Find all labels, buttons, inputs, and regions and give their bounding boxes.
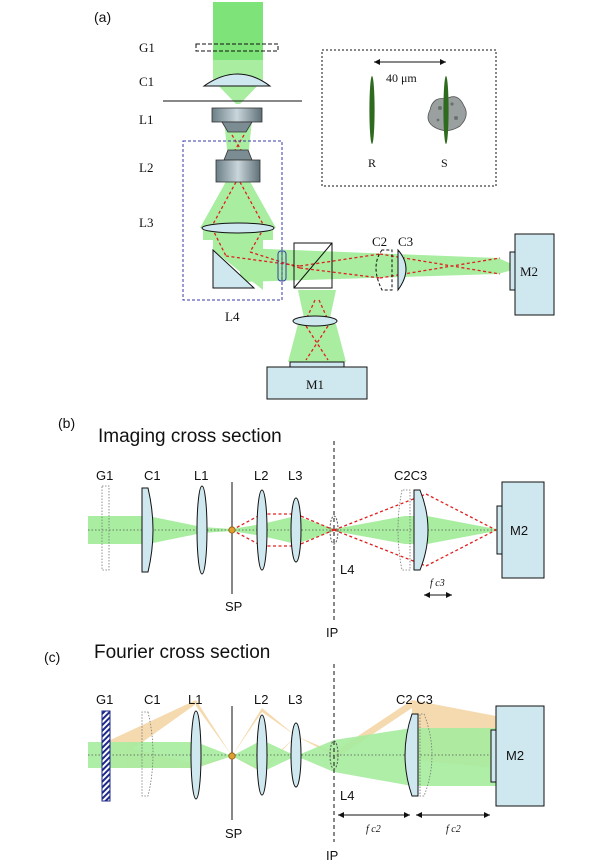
lens-c2-b (397, 489, 411, 571)
inset-a: 40 μm R S (321, 49, 497, 187)
label-fc2-left: f c2 (366, 824, 381, 835)
inset-label-s: S (441, 156, 448, 170)
objective-l1-a (211, 107, 263, 133)
label-m2-a: M2 (520, 264, 538, 279)
label-l2-b: L2 (254, 468, 268, 483)
grating-g1-b (101, 485, 110, 571)
panel-a: (a) (94, 2, 555, 400)
label-c2c3-c: C2 C3 (396, 692, 433, 707)
label-l4-b: L4 (340, 562, 354, 577)
lens-l1-c (190, 710, 202, 800)
prism-mirror-a (212, 248, 256, 289)
camera-m2-sensor-b (496, 505, 503, 555)
lens-l3-b (290, 497, 302, 563)
lens-c1-b (141, 487, 154, 573)
label-fc2-right: f c2 (446, 824, 461, 835)
input-beam (213, 2, 263, 60)
label-g1-c: G1 (96, 692, 113, 707)
label-c1-b: C1 (144, 468, 161, 483)
beam-to-l-m1 (298, 290, 336, 318)
label-l4-a: L4 (225, 309, 240, 324)
inset-label-r: R (368, 156, 376, 170)
lens-l3-c (290, 722, 302, 788)
line-focus-s (443, 76, 449, 144)
horizontal-beam (240, 248, 498, 282)
beam-to-m2 (498, 258, 512, 274)
label-l1-c: L1 (188, 692, 202, 707)
label-l3-b: L3 (288, 468, 302, 483)
label-l2-c: L2 (254, 692, 268, 707)
lens-c3-a (397, 248, 407, 292)
label-ip-c: IP (326, 848, 338, 863)
lens-l4-b (329, 515, 339, 545)
lens-c3-b (413, 489, 429, 571)
panel-c-title: Fourier cross section (94, 642, 270, 663)
label-g1-b: G1 (96, 468, 113, 483)
line-focus-r (369, 76, 375, 144)
label-ip-b: IP (326, 625, 338, 640)
label-c2-a: C2 (372, 234, 387, 249)
label-l1-b: L1 (194, 468, 208, 483)
grating-g1-a (195, 43, 279, 52)
camera-m2-c (495, 705, 545, 807)
lens-c2-c (404, 713, 419, 797)
lens-l2-b (256, 489, 268, 571)
label-c2c3-b: C2C3 (394, 468, 427, 483)
lens-l4-c (329, 740, 339, 770)
panel-c-label: (c) (44, 649, 60, 665)
label-c1-a: C1 (139, 74, 154, 89)
beam-to-m1 (288, 324, 346, 362)
camera-m1-sensor (289, 361, 345, 368)
label-l2-a: L2 (139, 160, 153, 175)
label-g1-a: G1 (139, 40, 155, 55)
objective-l2-a (215, 149, 261, 183)
beam-splitter-a (293, 242, 333, 289)
label-m2-c: M2 (506, 748, 524, 763)
label-m2-b: M2 (510, 523, 528, 538)
camera-m1 (266, 366, 368, 400)
panel-c: (c) Fourier cross section (44, 642, 545, 863)
lens-m1-a (292, 315, 338, 327)
lens-c1-a (202, 73, 272, 87)
lens-c1-c (141, 711, 154, 797)
label-fc3: f c3 (430, 578, 445, 589)
label-l1-a: L1 (139, 112, 153, 127)
sample-point-b (228, 526, 236, 534)
beam-expand-l3 (200, 178, 276, 228)
input-beam-lower (213, 60, 263, 80)
label-c3-a: C3 (398, 234, 413, 249)
camera-m2-sensor-a (509, 251, 516, 291)
lens-c2-a (375, 249, 393, 291)
camera-m2-a (514, 233, 555, 316)
label-m1-a: M1 (306, 377, 324, 392)
lens-l2-c (256, 714, 268, 796)
camera-m2-sensor-c (490, 729, 497, 783)
label-l3-a: L3 (139, 215, 153, 230)
scale-bar-label: 40 μm (386, 71, 417, 85)
camera-m2-b (501, 481, 545, 579)
ray-traces-b (231, 493, 497, 567)
label-l3-c: L3 (288, 692, 302, 707)
sample-point-c (228, 752, 236, 760)
label-l4-c: L4 (340, 788, 354, 803)
panel-b-label: (b) (58, 415, 75, 431)
panel-b: (b) Imaging cross section IP (58, 415, 545, 640)
enclosure-box-a (182, 140, 283, 301)
label-sp-c: SP (225, 826, 242, 841)
lens-l3-a (201, 222, 275, 234)
grating-g1-c (101, 710, 111, 802)
inset-box (321, 49, 497, 187)
panel-b-title: Imaging cross section (98, 426, 282, 447)
panel-a-label: (a) (94, 9, 111, 25)
lens-l1-b (196, 485, 208, 575)
lens-c3-c (419, 713, 433, 797)
label-sp-b: SP (225, 599, 242, 614)
label-c1-c: C1 (144, 692, 161, 707)
